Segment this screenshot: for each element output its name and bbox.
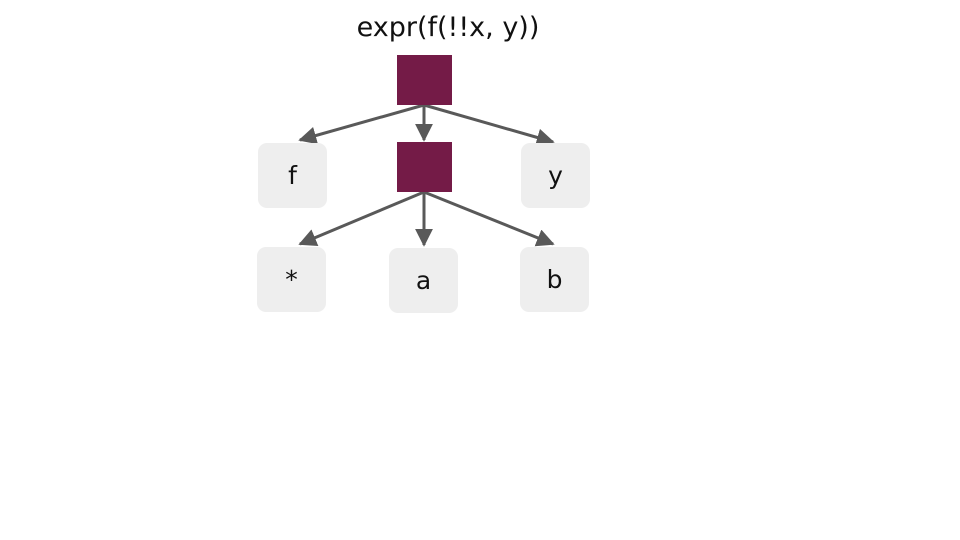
- edge-inner-to-star: [298, 190, 425, 247]
- leaf-label-b: b: [546, 265, 563, 294]
- leaf-label-f: f: [288, 161, 297, 190]
- leaf-node-a: a: [389, 248, 458, 313]
- leaf-label-star: *: [285, 265, 298, 294]
- call-node-inner: [397, 142, 452, 192]
- diagram-title: expr(f(!!x, y)): [356, 12, 540, 43]
- leaf-label-a: a: [415, 266, 432, 295]
- edge-root-to-y: [423, 103, 555, 147]
- edge-root-to-f: [298, 103, 425, 145]
- call-node-root: [397, 55, 452, 105]
- leaf-node-star: *: [257, 247, 326, 312]
- leaf-node-b: b: [520, 247, 589, 312]
- edge-inner-to-b: [423, 190, 555, 247]
- leaf-node-f: f: [258, 143, 327, 208]
- leaf-node-y: y: [521, 143, 590, 208]
- leaf-label-y: y: [548, 161, 563, 190]
